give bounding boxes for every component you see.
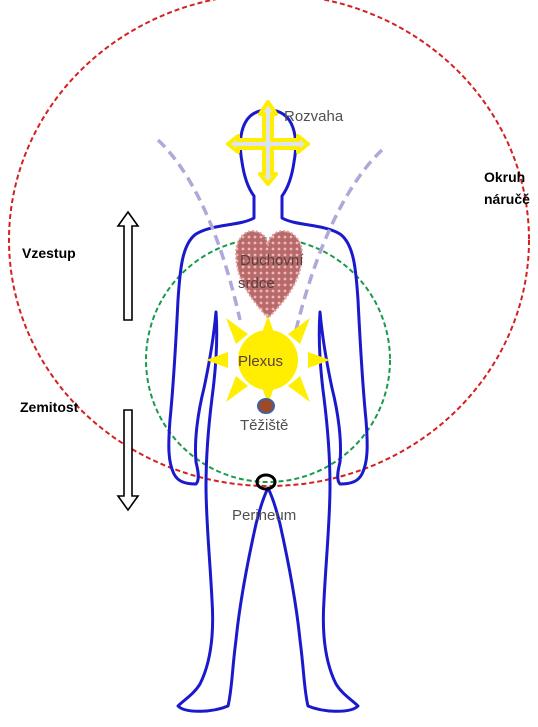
label-vzestup: Vzestup	[22, 245, 76, 261]
label-okruh-line2: náručě	[484, 191, 530, 207]
label-okruh-line1: Okruh	[484, 169, 525, 185]
arrow-down-icon	[118, 410, 138, 510]
label-rozvaha: Rozvaha	[284, 108, 344, 125]
label-duchovni-line1: Duchovní	[240, 252, 304, 269]
center-dot	[258, 399, 274, 413]
label-zemitost: Zemitost	[20, 399, 79, 415]
label-duchovni-line2: srdce	[238, 275, 275, 292]
label-perineum: Perineum	[232, 507, 296, 524]
label-teziste: Těžiště	[240, 417, 288, 434]
arrow-up-icon	[118, 212, 138, 320]
label-plexus: Plexus	[238, 353, 283, 370]
